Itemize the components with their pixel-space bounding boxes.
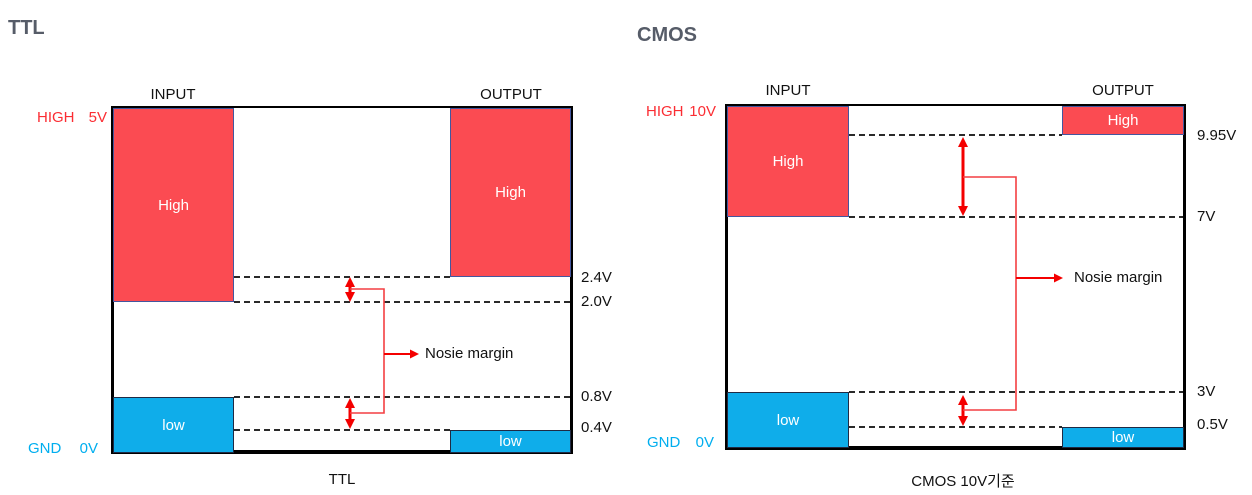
- ttl-gnd-rail-text: GND: [28, 440, 62, 457]
- cmos-frame: [725, 104, 1186, 450]
- cmos-vol-label: 0.5V: [1197, 416, 1228, 433]
- ttl-title: TTL: [8, 17, 45, 39]
- cmos-gnd-rail-label: GND 0V: [647, 434, 714, 451]
- cmos-high-rail-text: HIGH: [646, 103, 684, 120]
- ttl-voh-dash-line: [234, 276, 450, 278]
- cmos-caption: CMOS 10V기준: [911, 473, 1015, 490]
- ttl-voh-label: 2.4V: [581, 269, 612, 286]
- ttl-high-rail-text: HIGH: [37, 109, 75, 126]
- ttl-vih-dash-line: [234, 301, 570, 303]
- cmos-input-high-block: High: [727, 106, 849, 217]
- ttl-vil-dash-line: [234, 396, 570, 398]
- cmos-voh-label: 9.95V: [1197, 127, 1237, 144]
- cmos-vol-dash-line: [849, 426, 1062, 428]
- ttl-high-rail-voltage: 5V: [88, 109, 107, 126]
- cmos-output-low-block: low: [1062, 427, 1184, 448]
- cmos-voh-dash-line: [849, 134, 1062, 136]
- cmos-high-rail-label: HIGH 10V: [646, 103, 716, 120]
- cmos-vil-label: 3V: [1197, 383, 1216, 400]
- cmos-input-low-block: low: [727, 392, 849, 448]
- ttl-high-rail-label: HIGH 5V: [37, 109, 107, 126]
- cmos-output-column-label: OUTPUT: [1092, 82, 1154, 99]
- cmos-title: CMOS: [637, 24, 697, 46]
- cmos-vil-dash-line: [849, 391, 1183, 393]
- ttl-caption: TTL: [328, 471, 356, 488]
- ttl-input-column-label: INPUT: [150, 86, 196, 103]
- ttl-output-low-block: low: [450, 430, 571, 453]
- ttl-vil-label: 0.8V: [581, 388, 612, 405]
- cmos-gnd-rail-voltage: 0V: [695, 434, 714, 451]
- ttl-gnd-rail-label: GND 0V: [28, 440, 98, 457]
- ttl-gnd-rail-voltage: 0V: [79, 440, 98, 457]
- ttl-vol-dash-line: [234, 429, 450, 431]
- ttl-input-high-block: High: [113, 108, 234, 302]
- cmos-high-rail-voltage: 10V: [689, 103, 716, 120]
- cmos-vih-dash-line: [849, 216, 1183, 218]
- cmos-output-high-block: High: [1062, 106, 1184, 135]
- ttl-noise-margin-label: Nosie margin: [425, 345, 514, 362]
- ttl-frame: [111, 106, 573, 454]
- ttl-vih-label: 2.0V: [581, 293, 612, 310]
- ttl-vol-label: 0.4V: [581, 419, 612, 436]
- ttl-output-column-label: OUTPUT: [480, 86, 542, 103]
- cmos-gnd-rail-text: GND: [647, 434, 681, 451]
- ttl-input-low-block: low: [113, 397, 234, 453]
- cmos-input-column-label: INPUT: [765, 82, 811, 99]
- cmos-vih-label: 7V: [1197, 208, 1216, 225]
- cmos-noise-margin-label: Nosie margin: [1074, 269, 1163, 286]
- ttl-output-high-block: High: [450, 108, 571, 277]
